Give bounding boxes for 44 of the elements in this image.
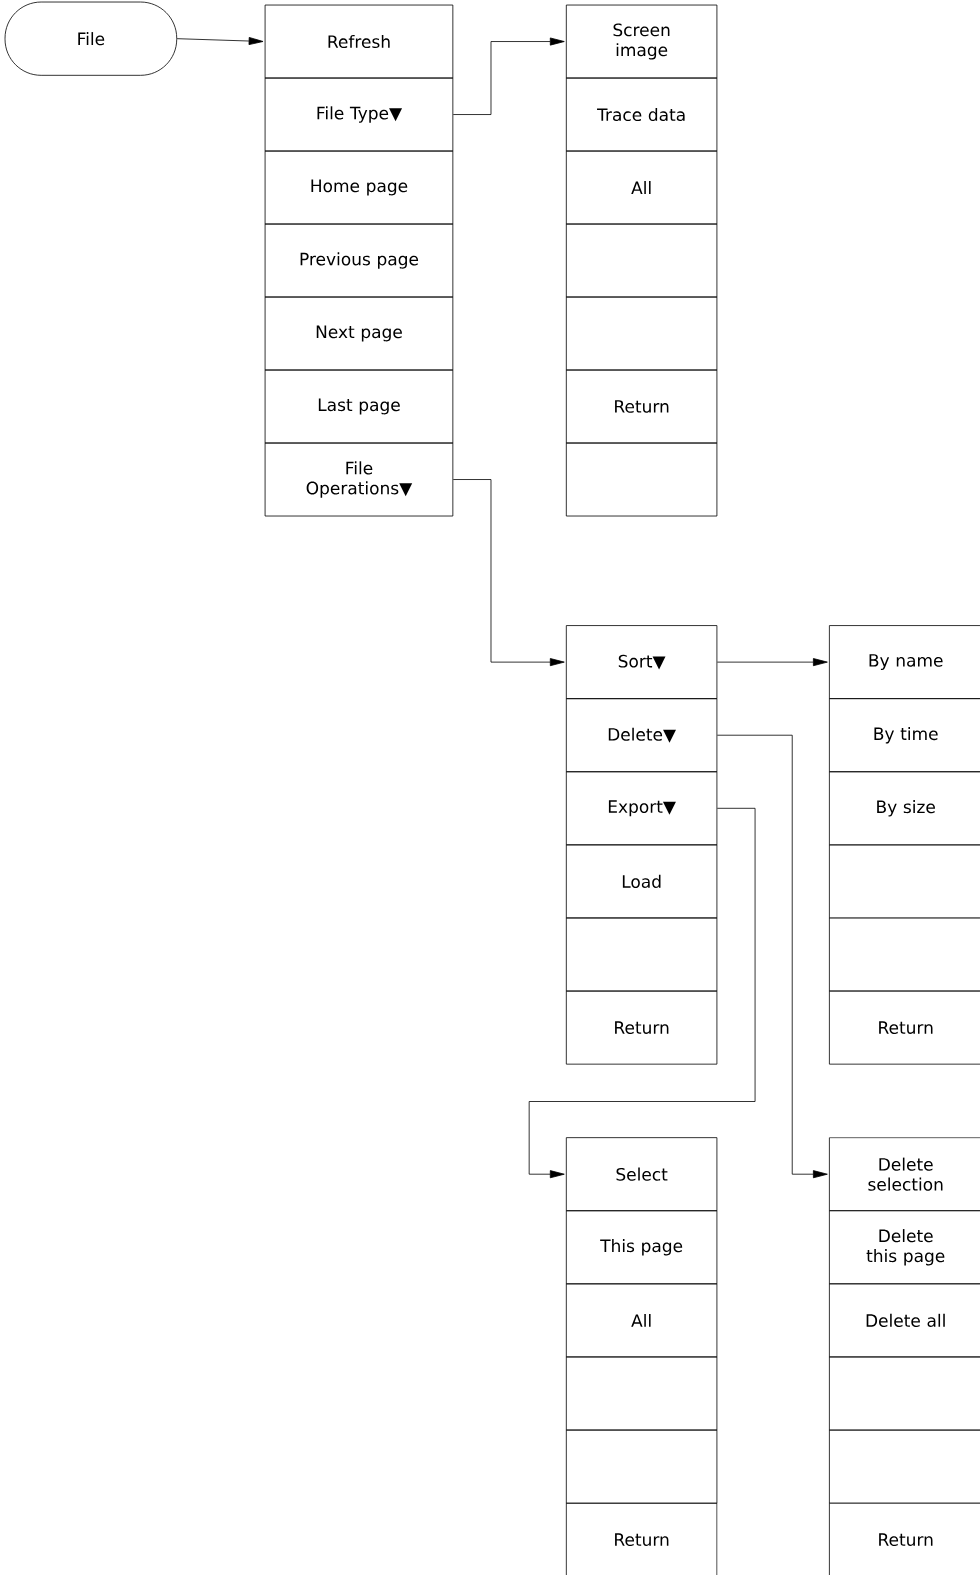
- empty-menu-box: [829, 1356, 980, 1431]
- menu-item-box: File Operations▼: [264, 442, 454, 517]
- menu-item-box: Delete selection: [829, 1137, 980, 1212]
- menu-item-box: All: [565, 150, 718, 225]
- menu-item-box: Return: [565, 1502, 718, 1575]
- menu-item-box: Return: [829, 1502, 980, 1575]
- menu-item-box: Screen image: [565, 4, 718, 79]
- menu-item-box: Return: [565, 990, 718, 1065]
- menu-item-box: Load: [565, 844, 718, 919]
- empty-menu-box: [565, 223, 718, 298]
- menu-item-box: By name: [829, 625, 980, 700]
- menu-item-box: This page: [565, 1210, 718, 1285]
- empty-menu-box: [565, 442, 718, 517]
- menu-item-box: Select: [565, 1137, 718, 1212]
- menu-item-box: Previous page: [264, 223, 454, 298]
- arrow: [716, 734, 828, 1179]
- menu-item-box: Sort▼: [565, 625, 718, 700]
- menu-item-box: Trace data: [565, 77, 718, 152]
- menu-item-box: Delete this page: [829, 1210, 980, 1285]
- menu-item-box: Next page: [264, 296, 454, 371]
- menu-item-box: Return: [565, 369, 718, 444]
- empty-menu-box: [565, 296, 718, 371]
- menu-item-box: Return: [829, 990, 980, 1065]
- menu-item-box: Refresh: [264, 4, 454, 79]
- menu-item-box: Export▼: [565, 771, 718, 846]
- menu-item-box: All: [565, 1283, 718, 1358]
- arrow: [716, 658, 828, 667]
- menu-item-box: Delete▼: [565, 698, 718, 773]
- menu-item-box: Last page: [264, 369, 454, 444]
- menu-item-box: By size: [829, 771, 980, 846]
- arrow: [452, 37, 565, 115]
- menu-item-box: Home page: [264, 150, 454, 225]
- empty-menu-box: [565, 1429, 718, 1504]
- menu-item-box: Delete all: [829, 1283, 980, 1358]
- menu-item-box: File Type▼: [264, 77, 454, 152]
- empty-menu-box: [829, 844, 980, 919]
- empty-menu-box: [565, 1356, 718, 1431]
- arrow: [528, 807, 756, 1179]
- menu-item-box: By time: [829, 698, 980, 773]
- empty-menu-box: [829, 917, 980, 992]
- arrow: [452, 479, 565, 667]
- empty-menu-box: [565, 917, 718, 992]
- empty-menu-box: [829, 1429, 980, 1504]
- arrow: [176, 37, 264, 45]
